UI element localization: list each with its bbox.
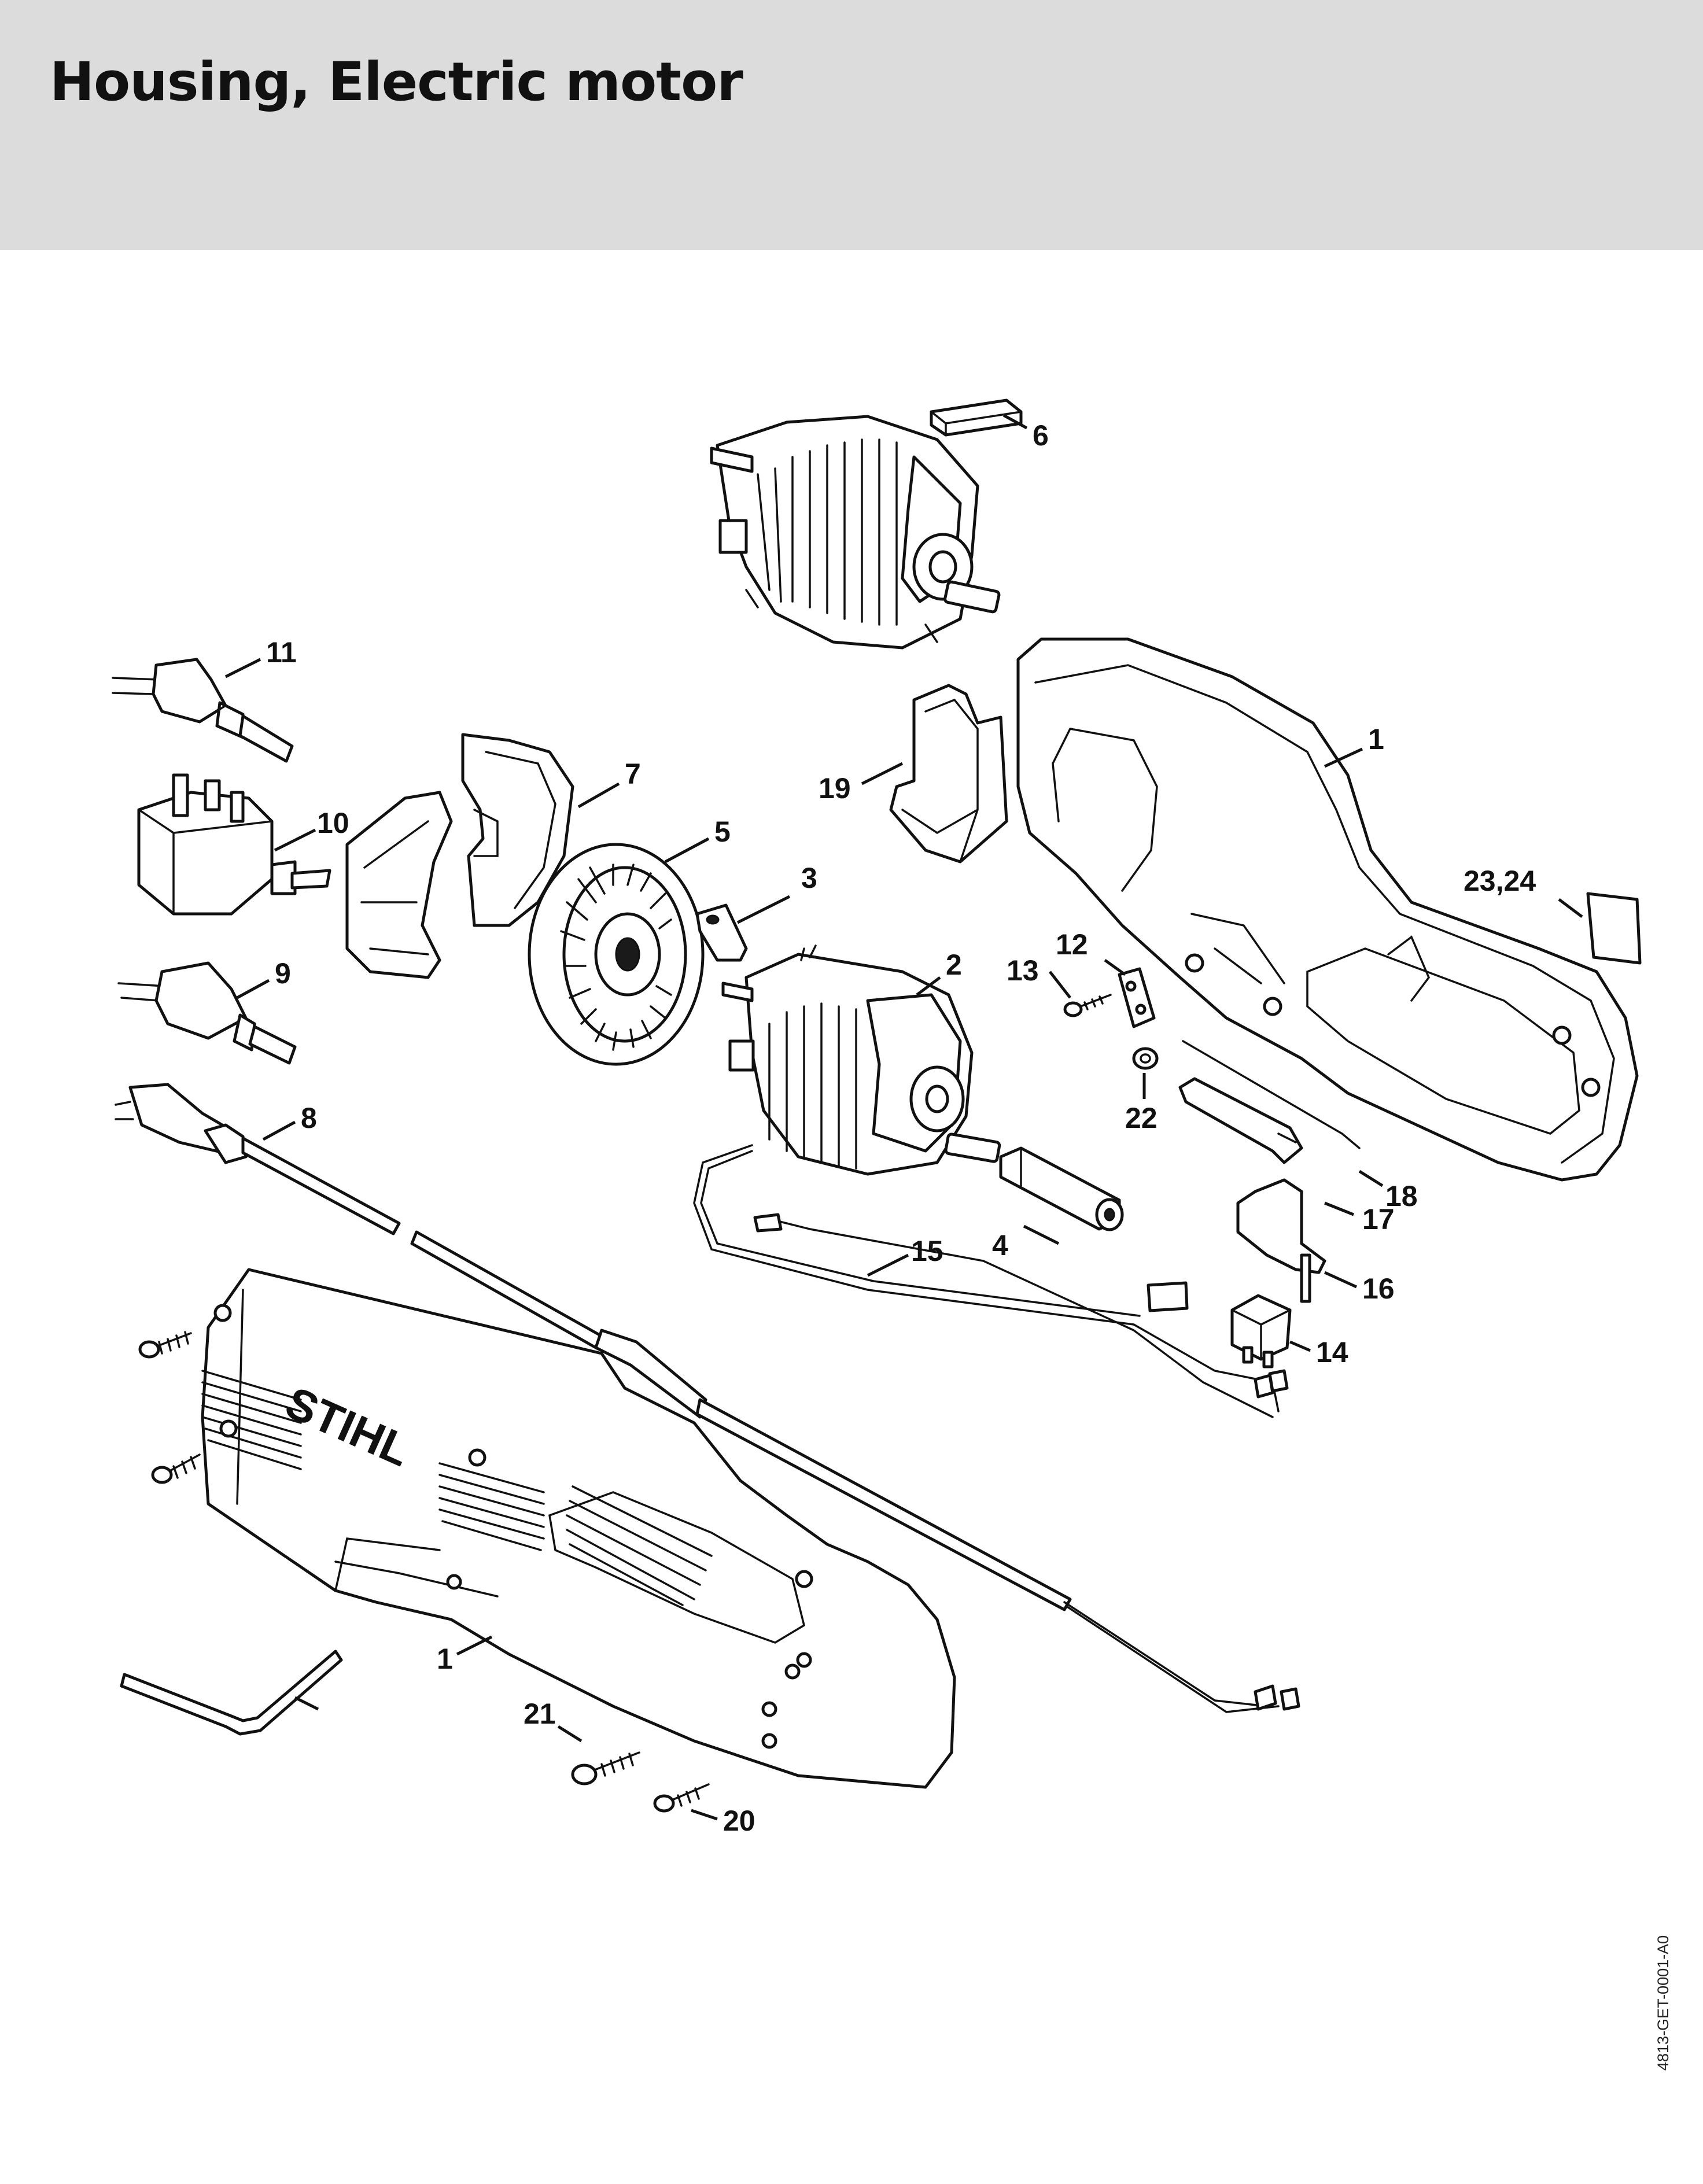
document-code: 4813-GET-0001-A0: [1654, 1935, 1672, 2071]
hex-key-25-illustration: [120, 1650, 343, 1736]
callout-3: 3: [801, 862, 817, 894]
wiring-harness-15-illustration: [693, 1144, 1289, 1418]
mount-3-illustration: [695, 903, 748, 962]
page-title: Housing, Electric motor: [50, 51, 743, 113]
plug-euro-11-illustration: [112, 658, 294, 763]
callout-14: 14: [1316, 1336, 1348, 1368]
callout-23-24: 23,24: [1464, 865, 1536, 897]
callout-6: 6: [1033, 419, 1049, 452]
callout-1-right: 1: [1368, 723, 1384, 755]
callout-12: 12: [1056, 928, 1088, 961]
callout-17: 17: [1362, 1203, 1395, 1235]
screw-left-lower: [151, 1453, 201, 1484]
plug-9-illustration: [117, 961, 297, 1065]
screw-left-upper: [138, 1331, 192, 1359]
switch-cover-19-illustration: [889, 684, 1008, 864]
callout-2: 2: [946, 949, 962, 981]
motor-assembled-illustration: [710, 415, 1001, 650]
callout-15: 15: [911, 1235, 943, 1267]
label-plate-23-24-illustration: [1586, 892, 1642, 965]
callout-4: 4: [992, 1229, 1008, 1261]
screw-13-illustration: [1063, 994, 1112, 1017]
callout-20: 20: [723, 1805, 755, 1837]
callout-11: 11: [266, 636, 297, 669]
rod-18-illustration: [1182, 1040, 1361, 1149]
leader-lines: [224, 414, 1583, 1821]
callout-21: 21: [524, 1698, 556, 1730]
callout-5: 5: [714, 816, 731, 848]
fan-guide-7-illustration: [345, 733, 574, 979]
lever-17-illustration: [1178, 1077, 1303, 1164]
header-band: [0, 0, 1703, 250]
screw-20-illustration: [653, 1783, 710, 1813]
screw-21-illustration: [571, 1751, 640, 1785]
cable-clamp-12-illustration: [1118, 967, 1156, 1028]
callout-7: 7: [625, 758, 641, 790]
housing-half-right-illustration: [1016, 637, 1639, 1182]
washer-22-illustration: [1132, 1047, 1159, 1070]
switch-lever-16-illustration: [1236, 1178, 1326, 1303]
callout-9: 9: [275, 957, 291, 990]
power-cord-8-illustration: [115, 1083, 1300, 1713]
exploded-parts-diagram: STIHL: [112, 399, 1642, 1837]
capacitor-4-illustration: [999, 1146, 1124, 1231]
callout-19: 19: [819, 772, 851, 805]
callout-22: 22: [1125, 1102, 1158, 1134]
callout-1-left: 1: [437, 1643, 453, 1675]
vent-grille: [201, 1370, 713, 1606]
callout-16: 16: [1362, 1272, 1395, 1305]
callout-8: 8: [301, 1102, 317, 1134]
callout-10: 10: [317, 807, 349, 839]
housing-half-left-illustration: STIHL: [201, 1268, 956, 1789]
callout-13: 13: [1007, 954, 1039, 987]
callout-18: 18: [1385, 1180, 1418, 1212]
switch-14-illustration: [1230, 1294, 1292, 1368]
callout-labels: 6 11 10 9 8 7 5 3 2 4 15 19 1 23,24 12 1…: [266, 419, 1536, 1837]
fan-wheel-5-illustration: [528, 843, 705, 1066]
plug-uk-10-illustration: [137, 773, 331, 916]
electric-motor-2-illustration: [721, 945, 1001, 1176]
